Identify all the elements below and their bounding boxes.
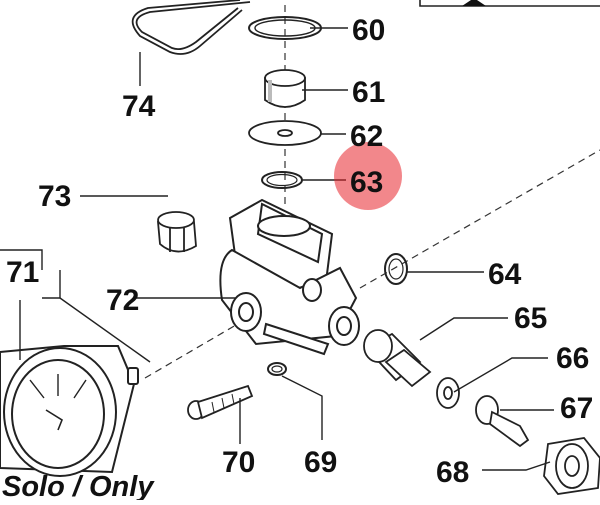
part-70-bolt: [187, 384, 254, 420]
callout-74: 74: [122, 90, 156, 123]
part-66-washer: [436, 377, 460, 409]
part-69-o-ring: [267, 362, 287, 376]
leader-lines: [0, 27, 554, 471]
part-68-cap-nut: [543, 437, 600, 495]
highlight-marker: [334, 142, 402, 210]
part-67-nipple: [475, 395, 530, 448]
part-62-washer: [248, 120, 322, 146]
callout-73: 73: [38, 180, 71, 213]
callout-72: 72: [106, 284, 139, 317]
callout-63: 63: [350, 166, 383, 199]
part-61-plug: [264, 69, 306, 108]
callout-64: 64: [488, 258, 522, 291]
callout-61: 61: [352, 76, 385, 109]
callouts: 60 61 62 63 64 65 66 67 68 69 70 71 72 7…: [6, 14, 593, 489]
callout-62: 62: [350, 120, 383, 153]
callout-70: 70: [222, 446, 255, 479]
frame-corner: [419, 0, 600, 7]
part-65-fitting: [363, 329, 432, 388]
part-71-gauge: [0, 345, 139, 477]
callout-60: 60: [352, 14, 385, 47]
callout-65: 65: [514, 302, 547, 335]
callout-71: 71: [6, 256, 39, 289]
callout-69: 69: [304, 446, 337, 479]
valve-body: [219, 198, 360, 356]
part-74-pin: [131, 0, 251, 55]
callout-68: 68: [436, 456, 469, 489]
callout-66: 66: [556, 342, 589, 375]
callout-67: 67: [560, 392, 593, 425]
solo-only-caption: Solo / Only: [2, 471, 155, 500]
part-64-o-ring: [384, 253, 408, 285]
part-73-nut: [157, 211, 197, 253]
